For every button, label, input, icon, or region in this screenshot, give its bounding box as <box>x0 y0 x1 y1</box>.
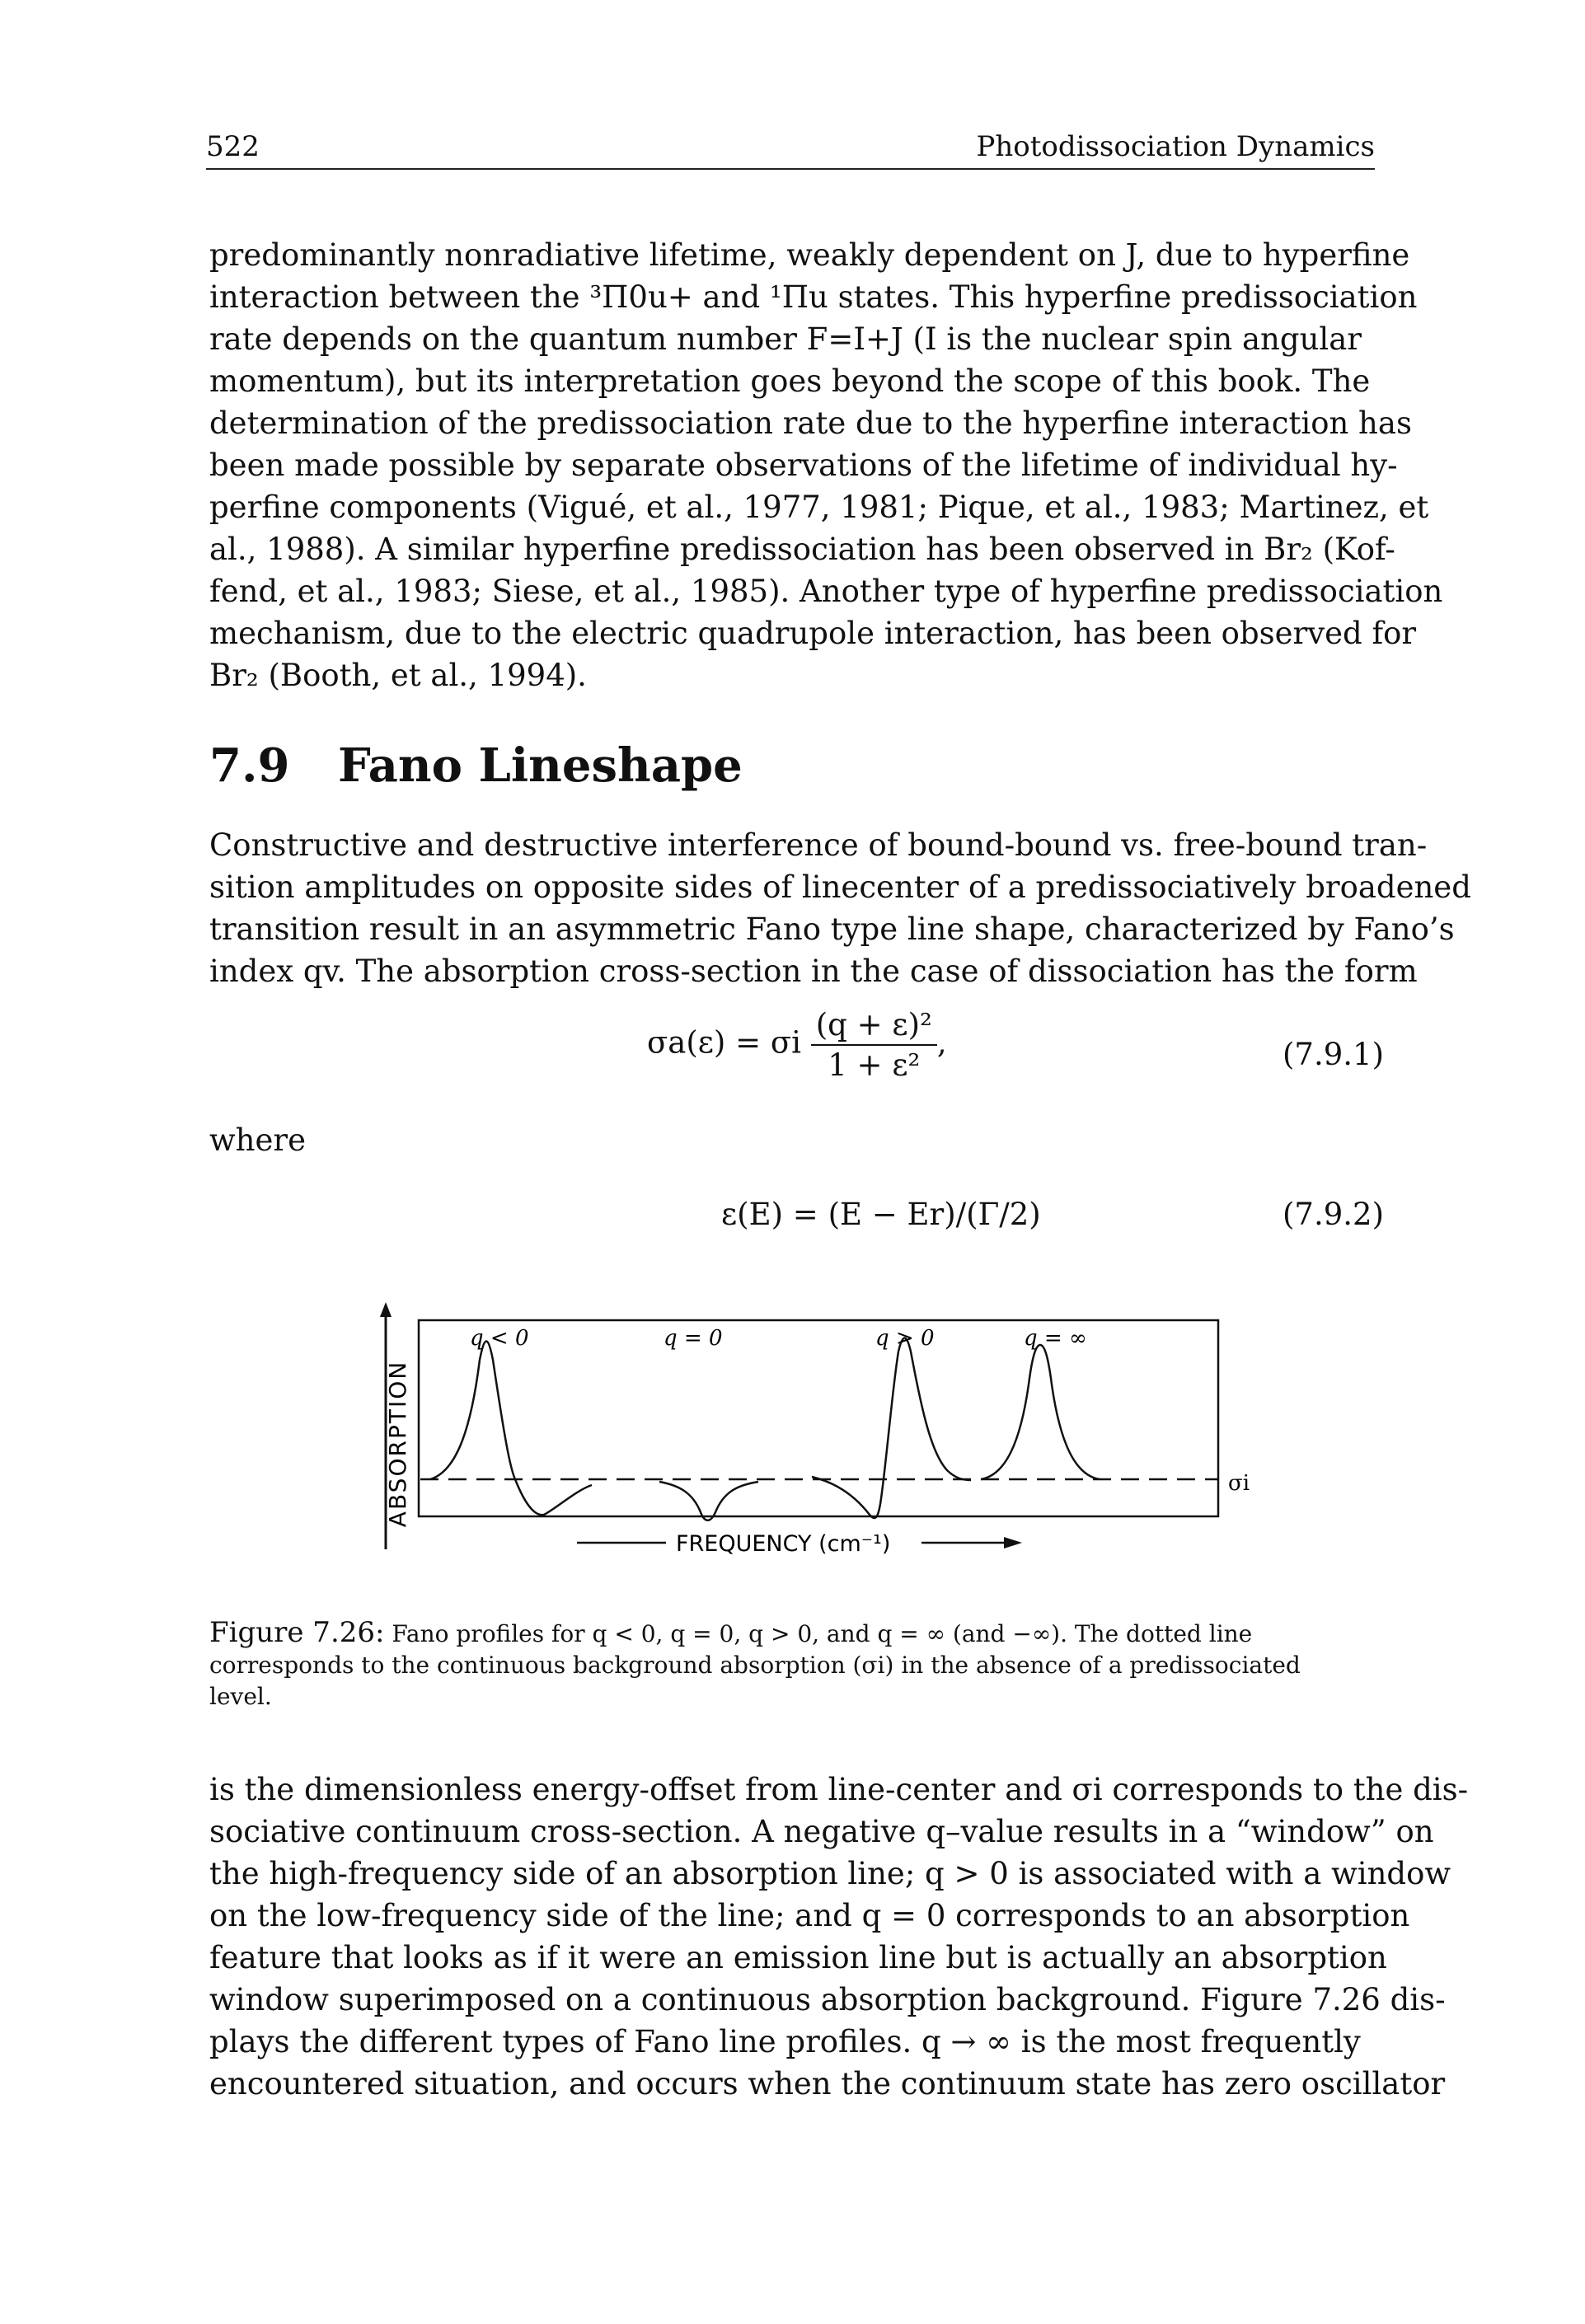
equation-number: (7.9.2) <box>1283 1197 1385 1232</box>
text-line: momentum), but its interpretation goes b… <box>209 363 1371 399</box>
text-line: al., 1988). A similar hyperfine predisso… <box>209 532 1395 567</box>
text-line: determination of the predissociation rat… <box>209 405 1412 441</box>
equation-tail: , <box>936 1024 947 1061</box>
panel-label: q = ∞ <box>1024 1326 1087 1351</box>
equation-7-9-2: ε(E) = (E − Er)/(Γ/2) <box>721 1197 1041 1232</box>
equation-7-9-1: σa(ε) = σi (q + ε)² 1 + ε² , <box>647 1007 947 1083</box>
text-line: sociative continuum cross-section. A neg… <box>209 1814 1434 1849</box>
profile-q-zero <box>659 1480 759 1521</box>
text-line: window superimposed on a continuous abso… <box>209 1982 1446 2017</box>
panel-label: q < 0 <box>470 1326 529 1351</box>
text-line: is the dimensionless energy-offset from … <box>209 1772 1469 1807</box>
fano-profiles-diagram: ABSORPTION q < 0 q = 0 q > 0 q = ∞ σi FR… <box>380 1302 1250 1557</box>
baseline-label: σi <box>1228 1471 1250 1496</box>
page-header: 522 Photodissociation Dynamics <box>206 130 1375 170</box>
running-title: Photodissociation Dynamics <box>976 130 1375 163</box>
profile-q-infinity <box>980 1343 1100 1481</box>
text-line: encountered situation, and occurs when t… <box>209 2066 1446 2101</box>
caption-lead: Figure 7.26: <box>209 1616 385 1649</box>
paragraph-hyperfine: predominantly nonradiative lifetime, wea… <box>209 234 1443 696</box>
header-rule <box>206 168 1375 170</box>
equation-numerator: (q + ε)² <box>810 1007 937 1046</box>
figure-caption: Figure 7.26: Fano profiles for q < 0, q … <box>209 1617 1378 1713</box>
text-line: transition result in an asymmetric Fano … <box>209 911 1455 947</box>
text-line: plays the different types of Fano line p… <box>209 2024 1361 2059</box>
panel-label: q = 0 <box>664 1326 723 1351</box>
text-line: mechanism, due to the electric quadrupol… <box>209 616 1417 651</box>
text-line: sition amplitudes on opposite sides of l… <box>209 869 1471 905</box>
text-line: been made possible by separate observati… <box>209 447 1398 483</box>
text-line: predominantly nonradiative lifetime, wea… <box>209 237 1410 273</box>
text-line: Constructive and destructive interferenc… <box>209 827 1428 863</box>
x-axis-arrowhead <box>1004 1537 1022 1549</box>
plot-frame <box>417 1319 1220 1518</box>
where-label: where <box>209 1122 306 1158</box>
section-number: 7.9 <box>209 738 290 793</box>
fano-figure: ABSORPTION q < 0 q = 0 q > 0 q = ∞ σi FR… <box>371 1302 1261 1566</box>
equation-fraction: (q + ε)² 1 + ε² <box>810 1007 937 1083</box>
profile-q-positive <box>811 1337 972 1520</box>
profile-q-negative <box>429 1340 593 1516</box>
equation-lhs: σa(ε) = σi <box>647 1024 801 1061</box>
y-axis-label: ABSORPTION <box>384 1361 411 1527</box>
paragraph-fano-discussion: is the dimensionless energy-offset from … <box>209 1769 1469 2105</box>
y-axis-arrowhead <box>380 1302 392 1317</box>
caption-line: Fano profiles for q < 0, q = 0, q > 0, a… <box>392 1620 1253 1647</box>
text-line: on the low-frequency side of the line; a… <box>209 1898 1410 1933</box>
paragraph-fano-intro: Constructive and destructive interferenc… <box>209 824 1471 992</box>
section-title: Fano Lineshape <box>337 738 743 793</box>
equation-number: (7.9.1) <box>1283 1037 1385 1072</box>
text-line: fend, et al., 1983; Siese, et al., 1985)… <box>209 574 1443 609</box>
section-heading: 7.9 Fano Lineshape <box>209 738 743 793</box>
text-line: feature that looks as if it were an emis… <box>209 1940 1387 1975</box>
text-line: rate depends on the quantum number F=I+J… <box>209 321 1362 357</box>
x-axis-label: FREQUENCY (cm⁻¹) <box>676 1531 890 1557</box>
text-line: perfine components (Vigué, et al., 1977,… <box>209 490 1429 525</box>
caption-line: corresponds to the continuous background… <box>209 1652 1301 1679</box>
equation-denominator: 1 + ε² <box>828 1047 921 1083</box>
page-number: 522 <box>206 130 260 163</box>
text-line: the high-frequency side of an absorption… <box>209 1856 1451 1891</box>
panel-label: q > 0 <box>875 1326 935 1351</box>
text-line: interaction between the ³Π0u+ and ¹Πu st… <box>209 279 1418 315</box>
text-line: index qv. The absorption cross-section i… <box>209 953 1418 989</box>
caption-line: level. <box>209 1683 272 1710</box>
text-line: Br₂ (Booth, et al., 1994). <box>209 658 587 693</box>
